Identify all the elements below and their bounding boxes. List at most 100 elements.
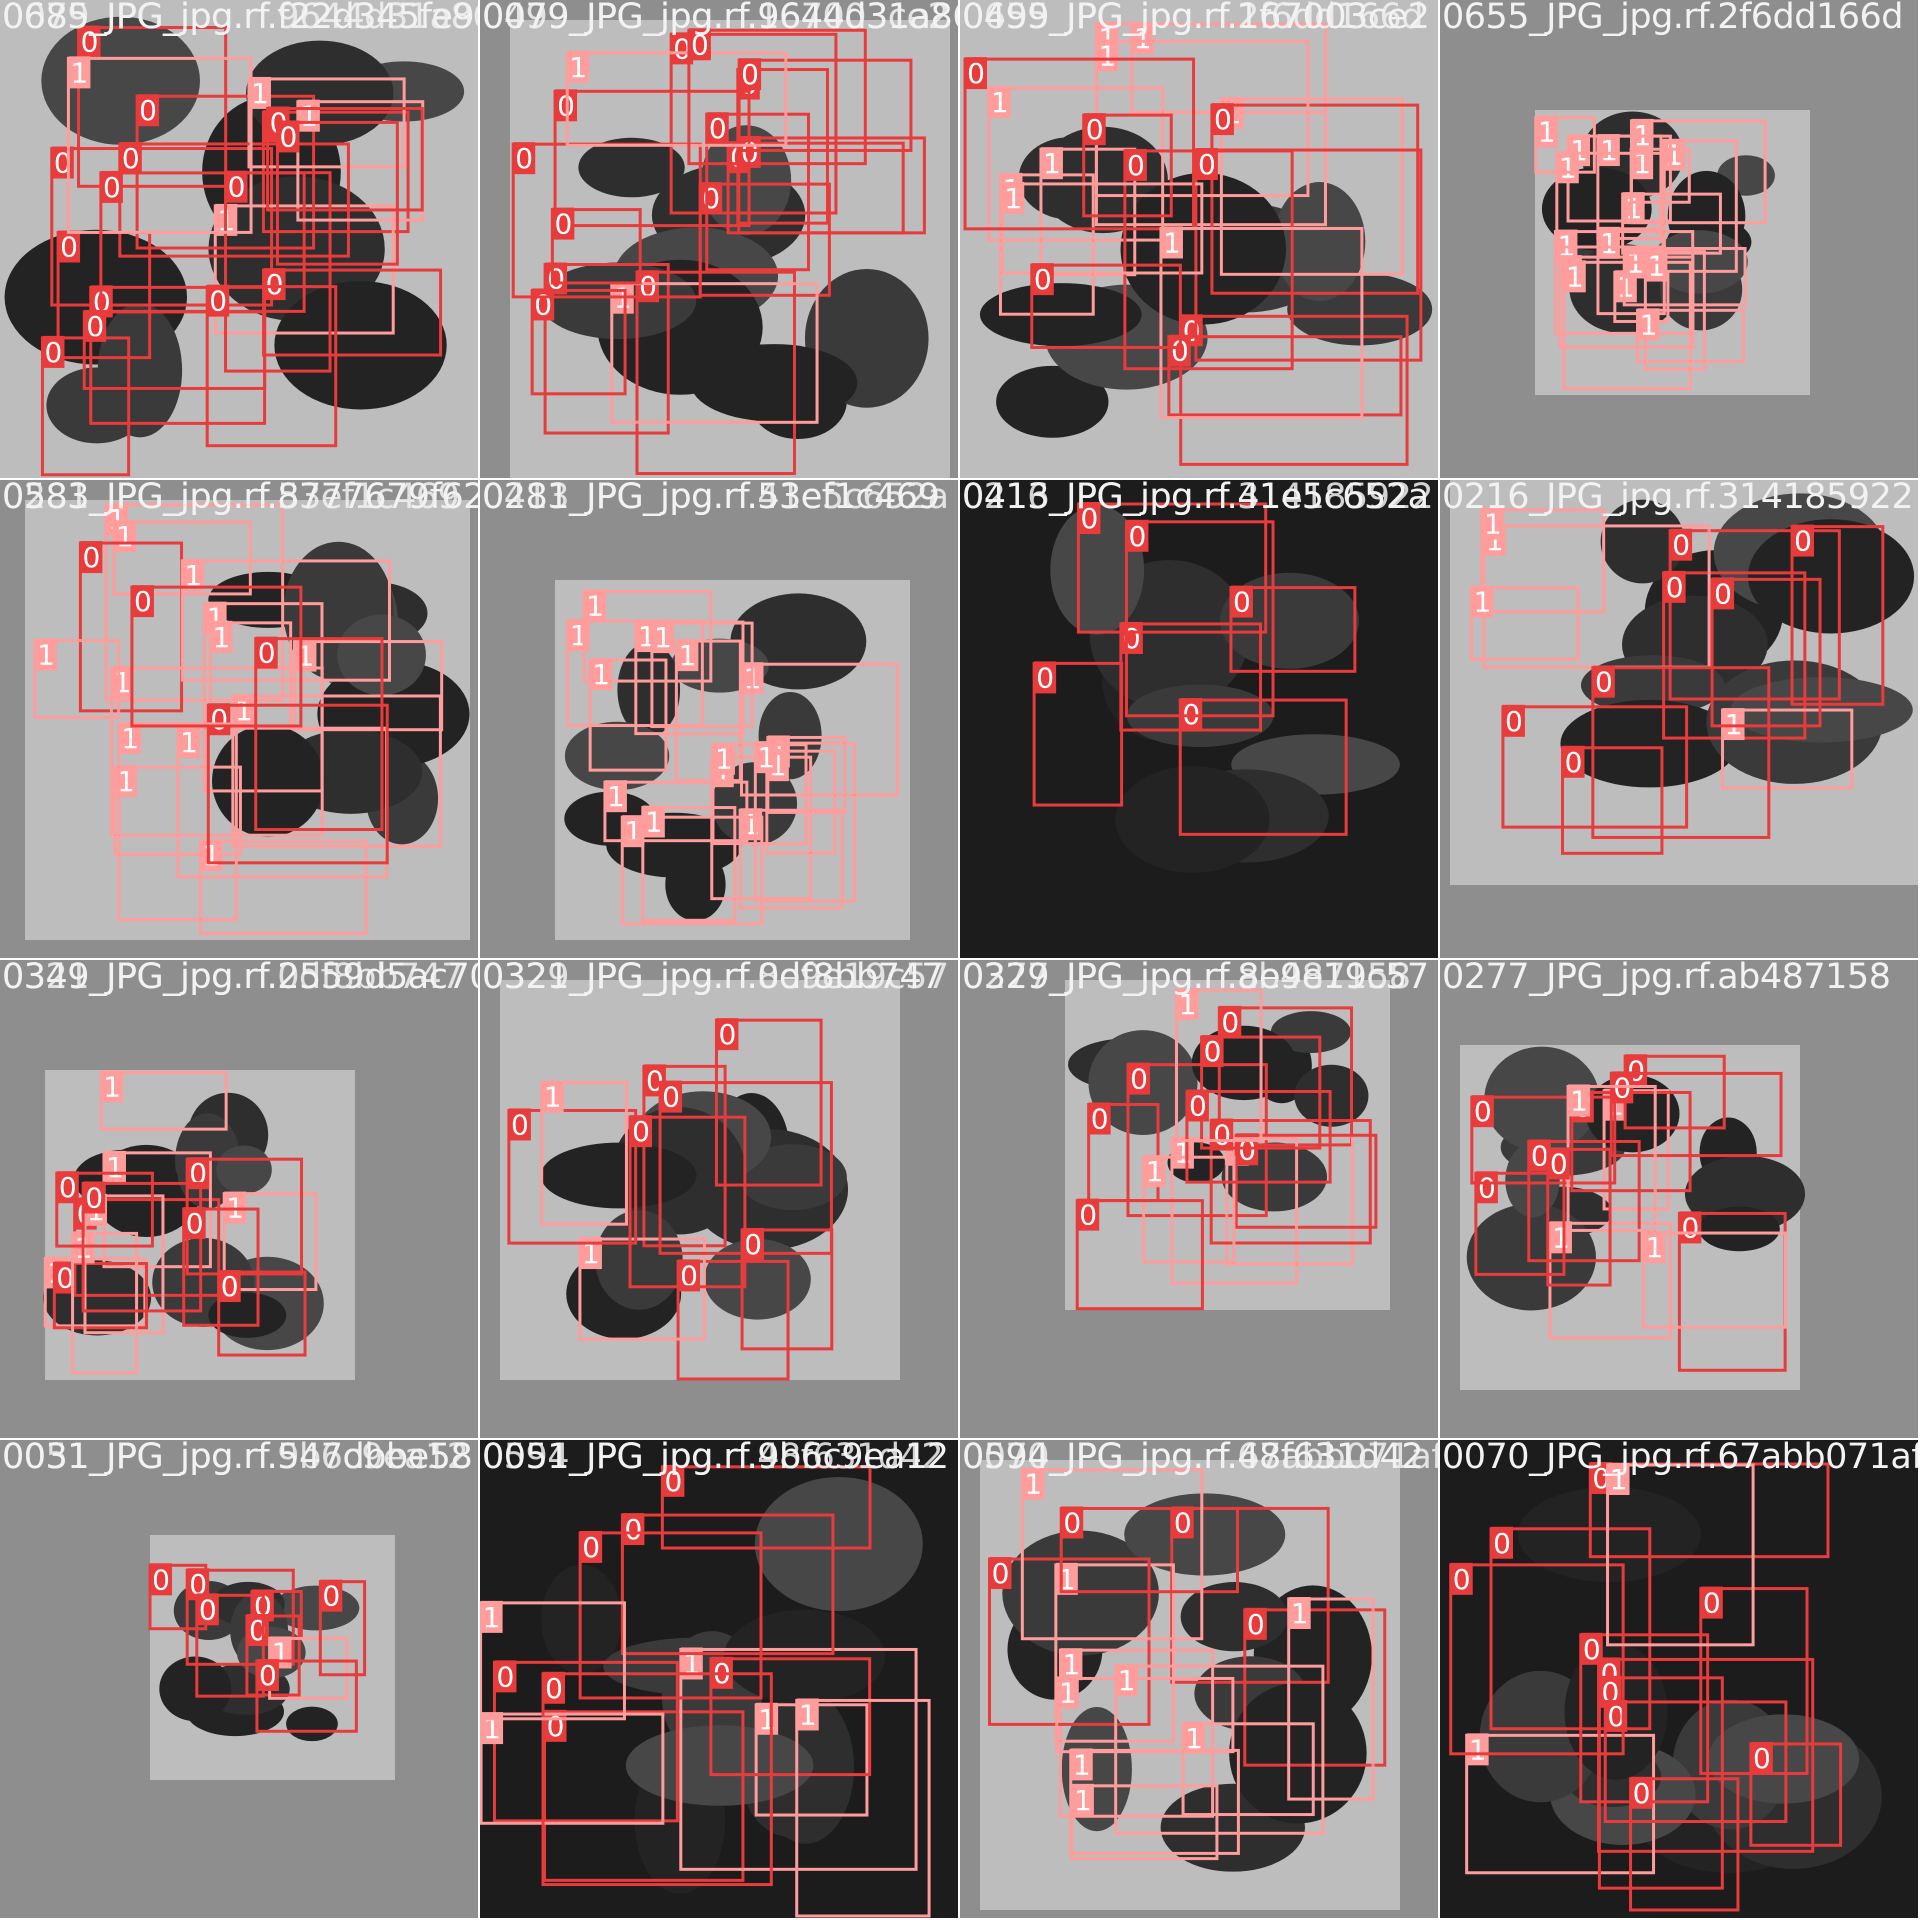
coal-rock: [1124, 1493, 1286, 1576]
bbox-label-bg: [508, 1108, 531, 1141]
bbox-label-bg: [1127, 1062, 1150, 1095]
bbox-label-text: 1: [1646, 1231, 1664, 1264]
bbox-label-text: 0: [1453, 1563, 1471, 1596]
bbox-label-bg: [182, 558, 205, 591]
bbox-label-bg: [1124, 148, 1147, 181]
bbox-label-text: 1: [1484, 508, 1502, 541]
bbox-label-text: 0: [664, 1465, 682, 1498]
bbox-label-bg: [1126, 519, 1149, 552]
bbox-label-text: 0: [1213, 1119, 1231, 1152]
bbox-label-text: 0: [221, 1270, 239, 1303]
bbox-class-1: [109, 666, 324, 837]
coal-rock: [216, 1145, 272, 1194]
coal-rock: [617, 642, 681, 737]
bbox-label-text: 0: [122, 142, 140, 175]
bbox-label-bg: [320, 1579, 343, 1612]
bbox-label-text: 0: [1794, 525, 1812, 558]
bbox-class-0: [620, 1513, 835, 1656]
bbox-label-bg: [739, 58, 762, 91]
bbox-label-bg: [552, 207, 575, 240]
bbox-label-bg: [1070, 1748, 1093, 1781]
bbox-class-1: [480, 1601, 626, 1721]
bbox-label-bg: [755, 741, 778, 774]
bbox-label-text: 1: [1118, 1664, 1136, 1697]
coal-rock: [704, 1239, 811, 1320]
bbox-label-text: 0: [189, 1568, 207, 1601]
bbox-label-text: 1: [103, 1070, 121, 1103]
bbox-label-text: 0: [719, 1018, 737, 1051]
bbox-label-text: 0: [209, 285, 227, 318]
bbox-class-0: [130, 585, 303, 728]
bbox-class-1: [1069, 1748, 1240, 1855]
bbox-class-1: [540, 1081, 628, 1226]
bbox-label-text: 1: [1570, 1084, 1588, 1117]
bbox-label-bg: [1002, 181, 1025, 214]
bbox-label-bg: [256, 1659, 279, 1692]
bbox-class-1: [1562, 260, 1692, 391]
bbox-label-text: 1: [1469, 1733, 1487, 1766]
bbox-label-text: 0: [1607, 1700, 1625, 1733]
bbox-label-text: 0: [86, 310, 104, 343]
bbox-class-0: [245, 1614, 301, 1697]
bbox-label-bg: [1186, 1089, 1209, 1122]
bbox-class-1: [1480, 508, 1606, 614]
bbox-label-text: 0: [81, 26, 99, 59]
bbox-label-text: 1: [1074, 1784, 1092, 1817]
coal-rock: [212, 725, 325, 837]
bbox-label-bg: [1568, 1084, 1591, 1117]
bbox-class-0: [217, 1270, 307, 1357]
bbox-label-text: 0: [632, 1115, 650, 1148]
bbox-class-0: [254, 637, 384, 832]
bbox-class-1: [1642, 1231, 1787, 1329]
bbox-label-text: 1: [117, 765, 135, 798]
bbox-label-text: 1: [569, 51, 587, 84]
bbox-label-bg: [225, 170, 248, 203]
coal-rock: [286, 1706, 338, 1742]
bbox-label-text: 0: [60, 231, 78, 264]
bbox-label-text: 1: [624, 815, 642, 848]
bbox-class-0: [262, 268, 443, 357]
bbox-class-0: [1489, 1527, 1652, 1731]
bbox-class-1: [247, 77, 406, 169]
bbox-label-text: 0: [691, 28, 709, 61]
bbox-class-1: [1622, 246, 1747, 307]
bbox-label-text: 0: [1550, 1147, 1568, 1180]
bbox-label-bg: [248, 76, 271, 109]
bbox-label-bg: [1160, 226, 1183, 259]
bbox-class-1: [1219, 97, 1404, 276]
bbox-class-0: [1609, 1071, 1783, 1158]
bbox-label-bg: [1471, 1095, 1494, 1128]
bbox-label-text: 1: [757, 741, 775, 774]
bbox-label-text: 1: [203, 839, 221, 872]
bbox-label-bg: [622, 815, 645, 848]
bbox-label-bg: [1195, 148, 1218, 181]
bbox-label-bg: [1022, 1467, 1045, 1500]
bbox-label-text: 0: [210, 703, 228, 736]
bbox-class-1: [66, 56, 253, 234]
bbox-label-text: 1: [1043, 147, 1061, 180]
bbox-label-text: 0: [134, 585, 152, 618]
bbox-label-bg: [187, 1157, 210, 1190]
bbox-class-1: [180, 559, 391, 682]
bbox-class-1: [711, 743, 808, 846]
bbox-label-bg: [1211, 1118, 1234, 1151]
bbox-label-bg: [54, 1261, 77, 1294]
bbox-class-0: [1229, 586, 1357, 673]
bbox-label-text: 1: [1063, 1648, 1081, 1681]
bbox-class-1: [674, 639, 742, 783]
bbox-label-bg: [1040, 147, 1063, 180]
bbox-label-bg: [56, 1171, 79, 1204]
bbox-label-text: 1: [1004, 182, 1022, 215]
bbox-class-0: [543, 263, 670, 435]
bbox-label-bg: [1244, 1607, 1267, 1640]
bbox-label-bg: [1171, 1506, 1194, 1539]
bbox-label-text: 0: [56, 1262, 74, 1295]
bbox-label-text: 1: [586, 589, 604, 622]
bbox-label-bg: [1547, 1147, 1570, 1180]
bbox-label-text: 0: [1198, 148, 1216, 181]
bbox-label-text: 0: [45, 336, 63, 369]
